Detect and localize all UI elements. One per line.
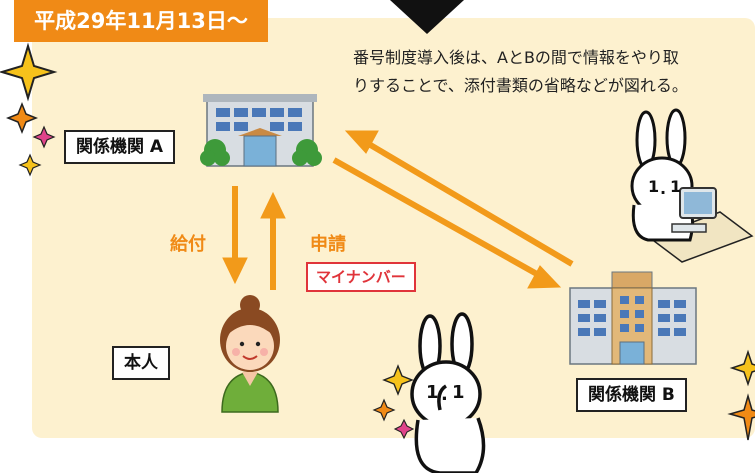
description-line-1: 番号制度導入後は、AとBの間で情報をやり取 — [353, 48, 679, 67]
sparkle-icon — [0, 42, 58, 177]
building-a-icon — [200, 94, 322, 167]
person-label: 本人 — [112, 346, 170, 380]
description-text: 番号制度導入後は、AとBの間で情報をやり取 りすることで、添付書類の省略などが図… — [353, 44, 753, 100]
benefit-label: 給付 — [170, 234, 206, 255]
vertical-arrows — [222, 186, 286, 290]
rabbit-face-text: 1.1 — [648, 177, 681, 198]
svg-text:.: . — [660, 179, 666, 198]
top-notch-decoration — [390, 0, 464, 34]
exchange-arrows — [332, 130, 574, 289]
svg-text:1: 1 — [452, 382, 465, 403]
date-banner: 平成29年11月13日～ — [14, 0, 268, 42]
rabbit-waving-face-text: 1.1 — [426, 382, 465, 405]
building-b-icon — [569, 271, 697, 365]
svg-text:.: . — [441, 384, 448, 405]
agency-b-label: 関係機関 B — [576, 378, 687, 412]
mynumber-label: マイナンバー — [306, 262, 416, 292]
svg-text:1: 1 — [648, 177, 659, 196]
rabbit-waving-icon — [410, 312, 486, 473]
application-label: 申請 — [310, 234, 346, 255]
person-icon — [220, 295, 280, 413]
agency-a-label: 関係機関 A — [64, 130, 176, 164]
description-line-2: りすることで、添付書類の省略などが図れる。 — [353, 76, 688, 95]
rabbit-at-computer-icon — [630, 108, 754, 263]
sparkle-icon-right — [727, 349, 755, 441]
svg-text:1: 1 — [670, 177, 681, 196]
svg-text:1: 1 — [426, 382, 439, 403]
sparkle-icon-small — [372, 364, 415, 440]
